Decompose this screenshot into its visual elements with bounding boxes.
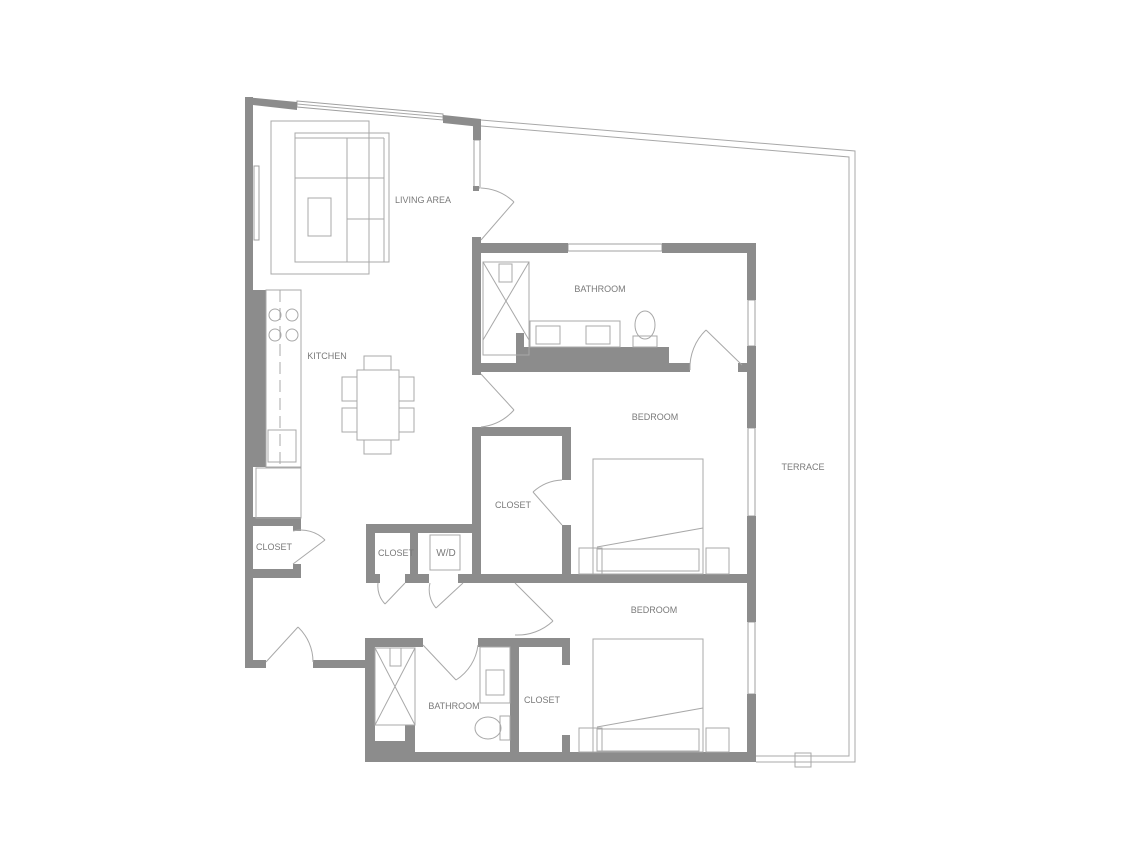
- label-kitchen: KITCHEN: [307, 351, 347, 361]
- label-bathroom-2: BATHROOM: [428, 701, 479, 711]
- label-bedroom-1: BEDROOM: [632, 412, 679, 422]
- label-bathroom-master: BATHROOM: [574, 284, 625, 294]
- furniture: [255, 120, 730, 753]
- label-closet-bedroom-2: CLOSET: [524, 695, 561, 705]
- walls: [245, 97, 756, 762]
- label-closet-entry: CLOSET: [256, 542, 293, 552]
- label-living-area: LIVING AREA: [395, 195, 451, 205]
- label-closet-bedroom-1: CLOSET: [495, 500, 532, 510]
- label-laundry: W/D: [436, 548, 455, 559]
- label-closet-hall: CLOSET: [378, 548, 415, 558]
- doors: [265, 187, 743, 681]
- label-bedroom-2: BEDROOM: [631, 605, 678, 615]
- label-terrace: TERRACE: [781, 462, 824, 472]
- terrace-outline: [480, 119, 856, 768]
- windows: [253, 100, 756, 695]
